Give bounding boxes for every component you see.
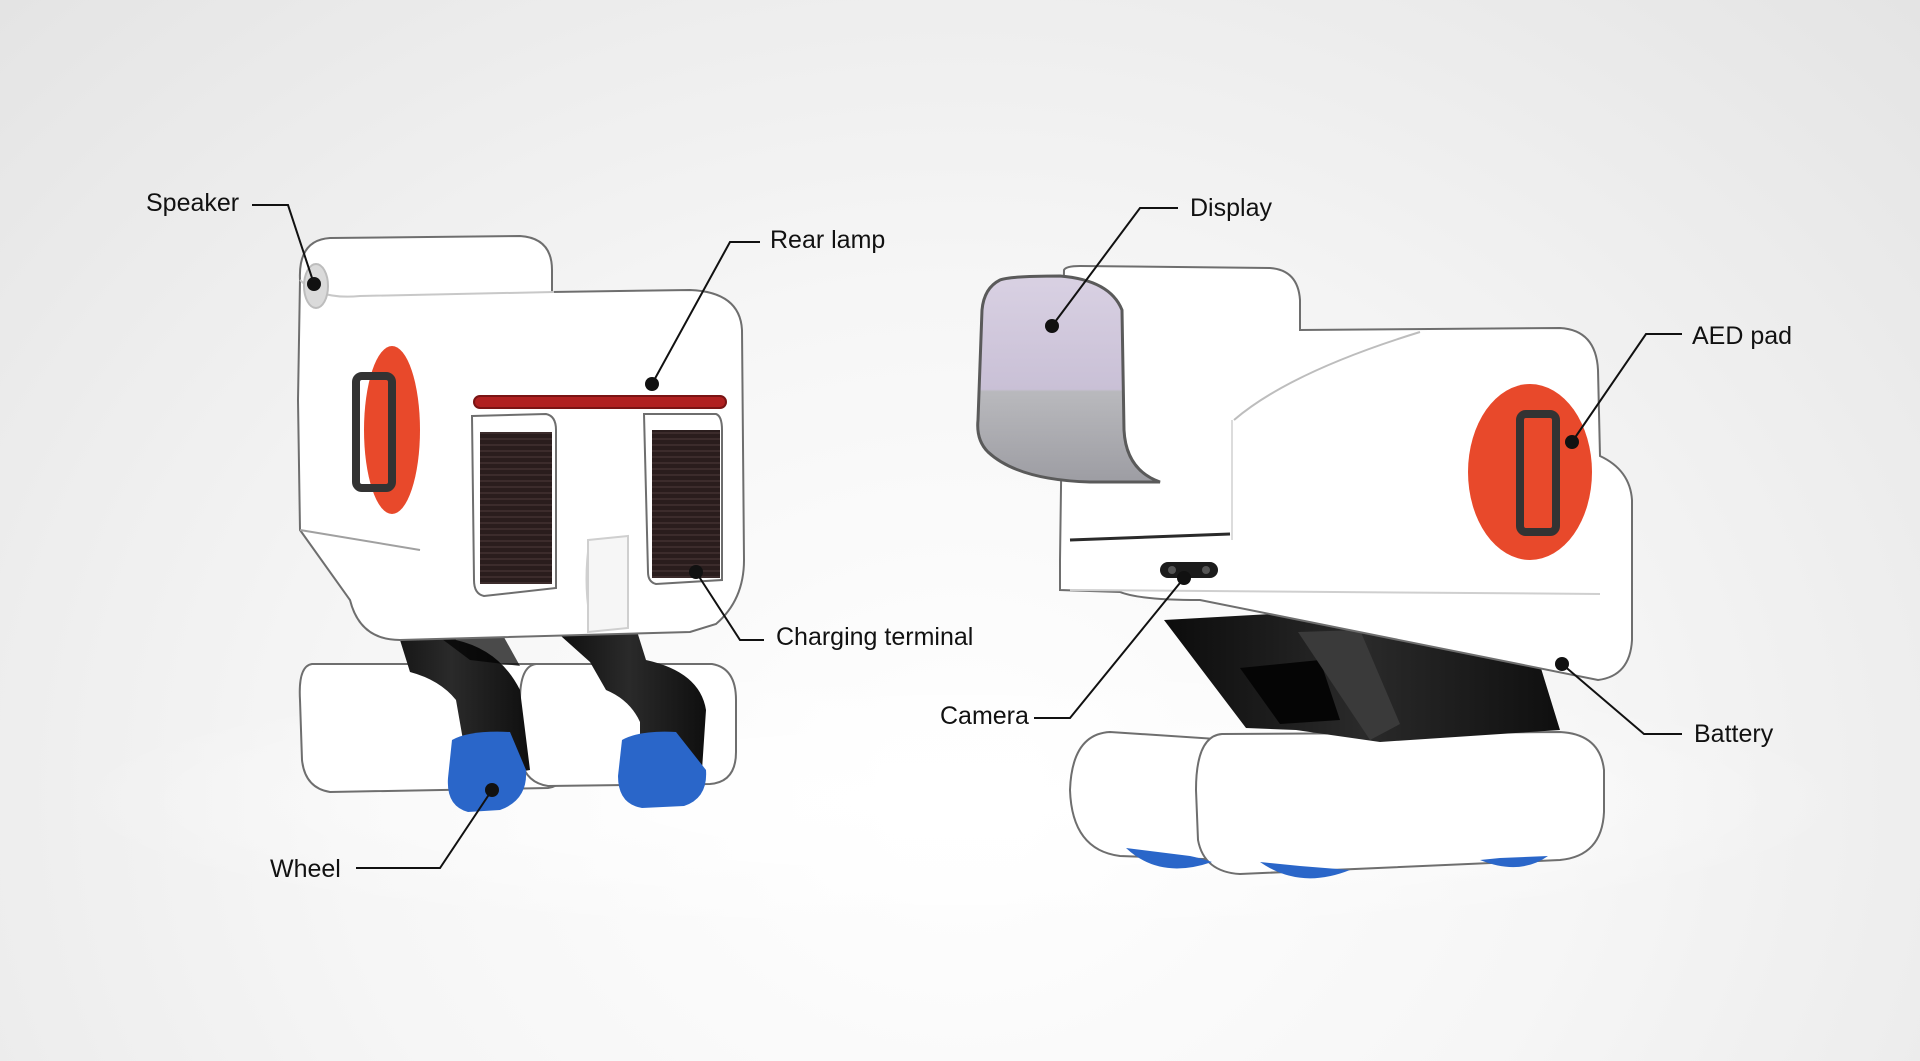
callout-camera: Camera xyxy=(940,571,1191,730)
label-charging-terminal: Charging terminal xyxy=(776,623,973,651)
wheels-front xyxy=(1126,848,1548,879)
leader-camera xyxy=(1034,577,1185,719)
charging-terminals xyxy=(470,412,723,634)
leader-wheel xyxy=(356,789,493,869)
callout-display: Display xyxy=(1045,194,1272,333)
wheels-rear xyxy=(447,731,707,812)
label-aed-pad: AED pad xyxy=(1692,322,1792,350)
callout-rear-lamp: Rear lamp xyxy=(645,226,885,391)
robot-rear-view xyxy=(296,234,746,812)
callout-speaker: Speaker xyxy=(146,189,321,291)
callout-battery: Battery xyxy=(1555,657,1774,748)
rear-lamp xyxy=(473,395,727,409)
dot-battery xyxy=(1555,657,1569,671)
label-speaker: Speaker xyxy=(146,189,239,217)
aed-pad-rear xyxy=(352,346,420,514)
wheel-right xyxy=(618,731,707,808)
callout-aed-pad: AED pad xyxy=(1565,322,1792,449)
label-display: Display xyxy=(1190,194,1272,222)
leader-aed-pad xyxy=(1571,333,1682,443)
label-battery: Battery xyxy=(1694,720,1774,748)
label-camera: Camera xyxy=(940,702,1029,730)
dot-aed-pad xyxy=(1565,435,1579,449)
callout-wheel: Wheel xyxy=(270,783,499,883)
callouts: Speaker Rear lamp Charging terminal Whee… xyxy=(146,189,1792,883)
leader-speaker xyxy=(252,204,315,285)
dot-wheel xyxy=(485,783,499,797)
leader-display xyxy=(1051,207,1178,327)
aed-pad-front xyxy=(1468,384,1592,560)
leader-charging-terminal xyxy=(695,571,764,641)
wheel-front-2 xyxy=(1260,862,1350,879)
wheel-front-3 xyxy=(1480,856,1548,868)
wheel-left xyxy=(447,731,527,812)
display-screen xyxy=(976,274,1161,484)
robot-front-view xyxy=(976,264,1633,879)
dot-display xyxy=(1045,319,1059,333)
front-tracks xyxy=(1068,730,1605,876)
leader-rear-lamp xyxy=(651,241,760,385)
camera-module xyxy=(1160,562,1218,578)
dot-charging-terminal xyxy=(689,565,703,579)
leader-battery xyxy=(1561,663,1682,735)
dot-rear-lamp xyxy=(645,377,659,391)
dot-speaker xyxy=(307,277,321,291)
callout-charging-terminal: Charging terminal xyxy=(689,565,973,651)
label-wheel: Wheel xyxy=(270,855,341,883)
label-rear-lamp: Rear lamp xyxy=(770,226,885,254)
dot-camera xyxy=(1177,571,1191,585)
wheel-front-1 xyxy=(1126,848,1212,869)
